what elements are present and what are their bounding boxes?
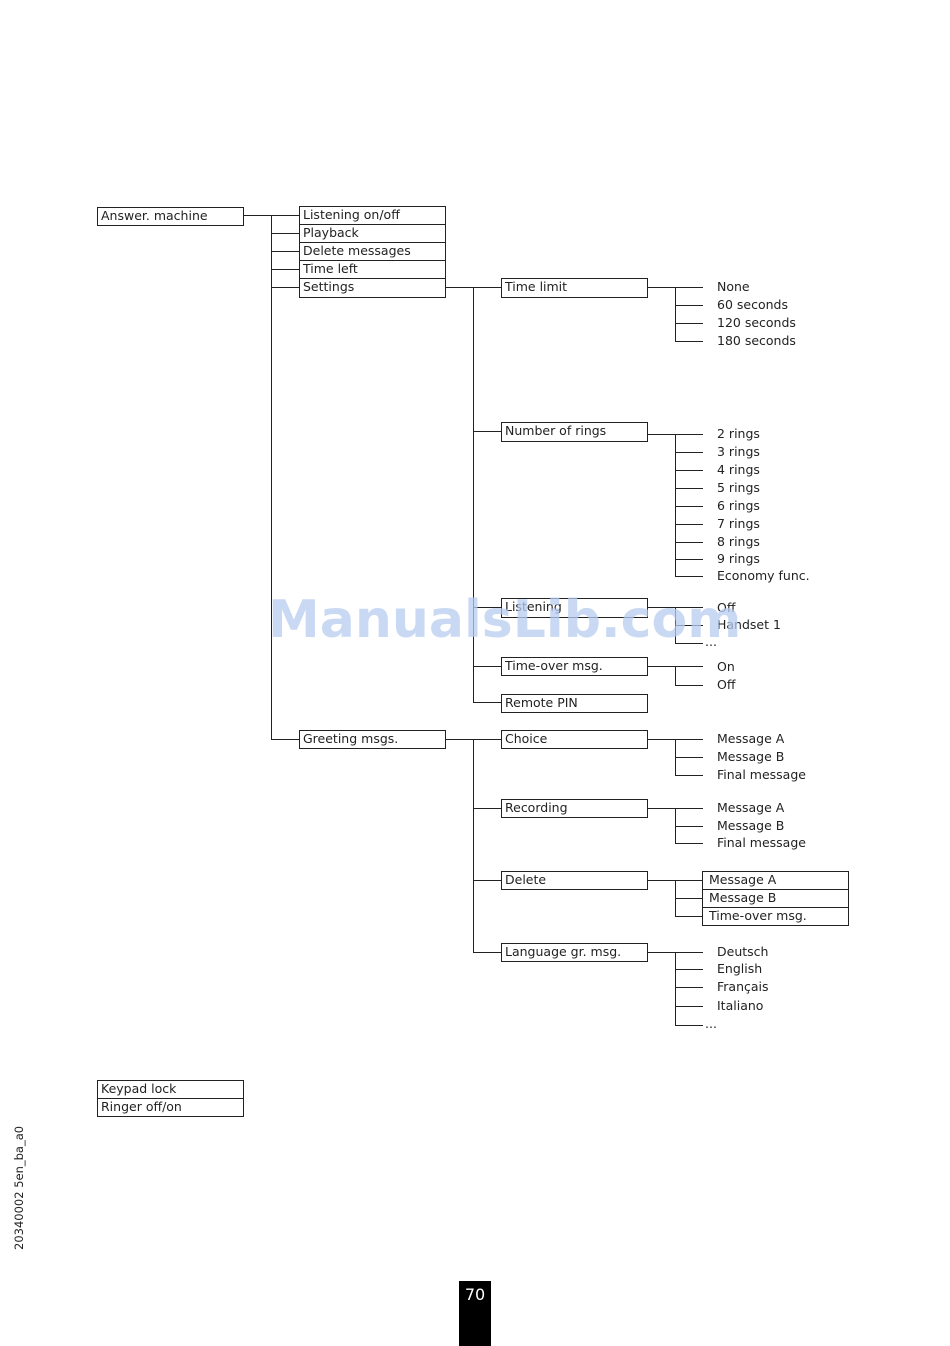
connector-line	[675, 506, 703, 507]
option-label: 60 seconds	[717, 297, 788, 312]
option-label: 5 rings	[717, 480, 760, 495]
option-label: Final message	[717, 835, 806, 850]
connector-line	[675, 969, 703, 970]
menu-time-limit: Time limit	[501, 278, 648, 298]
connector-line	[473, 702, 502, 703]
connector-line	[675, 542, 703, 543]
option-label: Economy func.	[717, 568, 810, 583]
menu-delete-time-over-msg: Time-over msg.	[702, 907, 849, 926]
connector-line	[473, 739, 474, 953]
connector-line	[473, 880, 502, 881]
menu-language-gr-msg: Language gr. msg.	[501, 943, 648, 962]
connector-line	[473, 666, 502, 667]
connector-line	[675, 305, 703, 306]
menu-ringer-off-on: Ringer off/on	[97, 1098, 244, 1117]
option-label: 180 seconds	[717, 333, 796, 348]
option-label: Off	[717, 600, 736, 615]
menu-time-over-msg: Time-over msg.	[501, 657, 648, 676]
connector-line	[675, 559, 703, 560]
connector-line	[675, 898, 703, 899]
connector-line	[243, 215, 272, 216]
connector-line	[675, 808, 676, 843]
connector-line	[271, 287, 300, 288]
menu-delete-messages: Delete messages	[299, 242, 446, 261]
watermark: ManualsLib.com	[268, 590, 742, 650]
option-label: 9 rings	[717, 551, 760, 566]
connector-line	[473, 607, 502, 608]
option-label: English	[717, 961, 763, 976]
option-label: 7 rings	[717, 516, 760, 531]
page-number: 70	[459, 1281, 491, 1346]
menu-listening: Listening	[501, 598, 648, 618]
connector-line	[473, 808, 502, 809]
option-label: Off	[717, 677, 736, 692]
option-label: Français	[717, 979, 769, 994]
connector-line	[473, 952, 502, 953]
connector-line	[675, 470, 703, 471]
option-label: 6 rings	[717, 498, 760, 513]
connector-line	[675, 287, 676, 341]
connector-line	[271, 251, 300, 252]
option-label: None	[717, 279, 750, 294]
menu-settings: Settings	[299, 278, 446, 298]
menu-delete-message-a: Message A	[702, 871, 849, 890]
menu-delete: Delete	[501, 871, 648, 890]
connector-line	[675, 1006, 703, 1007]
connector-line	[675, 341, 703, 342]
connector-line	[675, 1025, 703, 1026]
option-label: ...	[705, 634, 717, 649]
connector-line	[271, 269, 300, 270]
connector-line	[473, 287, 474, 703]
connector-line	[675, 434, 676, 576]
connector-line	[271, 233, 300, 234]
connector-line	[675, 843, 703, 844]
connector-line	[675, 757, 703, 758]
menu-keypad-lock: Keypad lock	[97, 1080, 244, 1099]
connector-line	[675, 625, 703, 626]
option-label: Message B	[717, 818, 785, 833]
option-label: Italiano	[717, 998, 764, 1013]
option-label: ...	[705, 1016, 717, 1031]
option-label: 3 rings	[717, 444, 760, 459]
document-id: 20340002 5en_ba_a0	[12, 1125, 26, 1250]
menu-greeting-msgs: Greeting msgs.	[299, 730, 446, 749]
connector-line	[675, 775, 703, 776]
menu-listening-on-off: Listening on/off	[299, 206, 446, 225]
option-label: Deutsch	[717, 944, 769, 959]
option-label: 8 rings	[717, 534, 760, 549]
menu-delete-message-b: Message B	[702, 889, 849, 908]
connector-line	[675, 685, 703, 686]
menu-playback: Playback	[299, 224, 446, 243]
connector-line	[675, 488, 703, 489]
option-label: Handset 1	[717, 617, 781, 632]
connector-line	[271, 215, 300, 216]
connector-line	[675, 643, 703, 644]
menu-recording: Recording	[501, 799, 648, 818]
option-label: Message A	[717, 731, 785, 746]
option-label: 4 rings	[717, 462, 760, 477]
option-label: On	[717, 659, 735, 674]
connector-line	[675, 916, 703, 917]
connector-line	[675, 987, 703, 988]
option-label: 2 rings	[717, 426, 760, 441]
menu-answer-machine: Answer. machine	[97, 207, 244, 226]
option-label: Message A	[717, 800, 785, 815]
connector-line	[675, 826, 703, 827]
connector-line	[675, 666, 676, 685]
menu-remote-pin: Remote PIN	[501, 694, 648, 713]
connector-line	[675, 452, 703, 453]
option-label: Final message	[717, 767, 806, 782]
connector-line	[675, 323, 703, 324]
connector-line	[675, 576, 703, 577]
option-label: Message B	[717, 749, 785, 764]
connector-line	[271, 739, 300, 740]
connector-line	[675, 524, 703, 525]
menu-choice: Choice	[501, 730, 648, 749]
menu-number-of-rings: Number of rings	[501, 422, 648, 442]
option-label: 120 seconds	[717, 315, 796, 330]
connector-line	[675, 952, 676, 1025]
connector-line	[271, 215, 272, 740]
menu-time-left: Time left	[299, 260, 446, 279]
connector-line	[473, 431, 502, 432]
